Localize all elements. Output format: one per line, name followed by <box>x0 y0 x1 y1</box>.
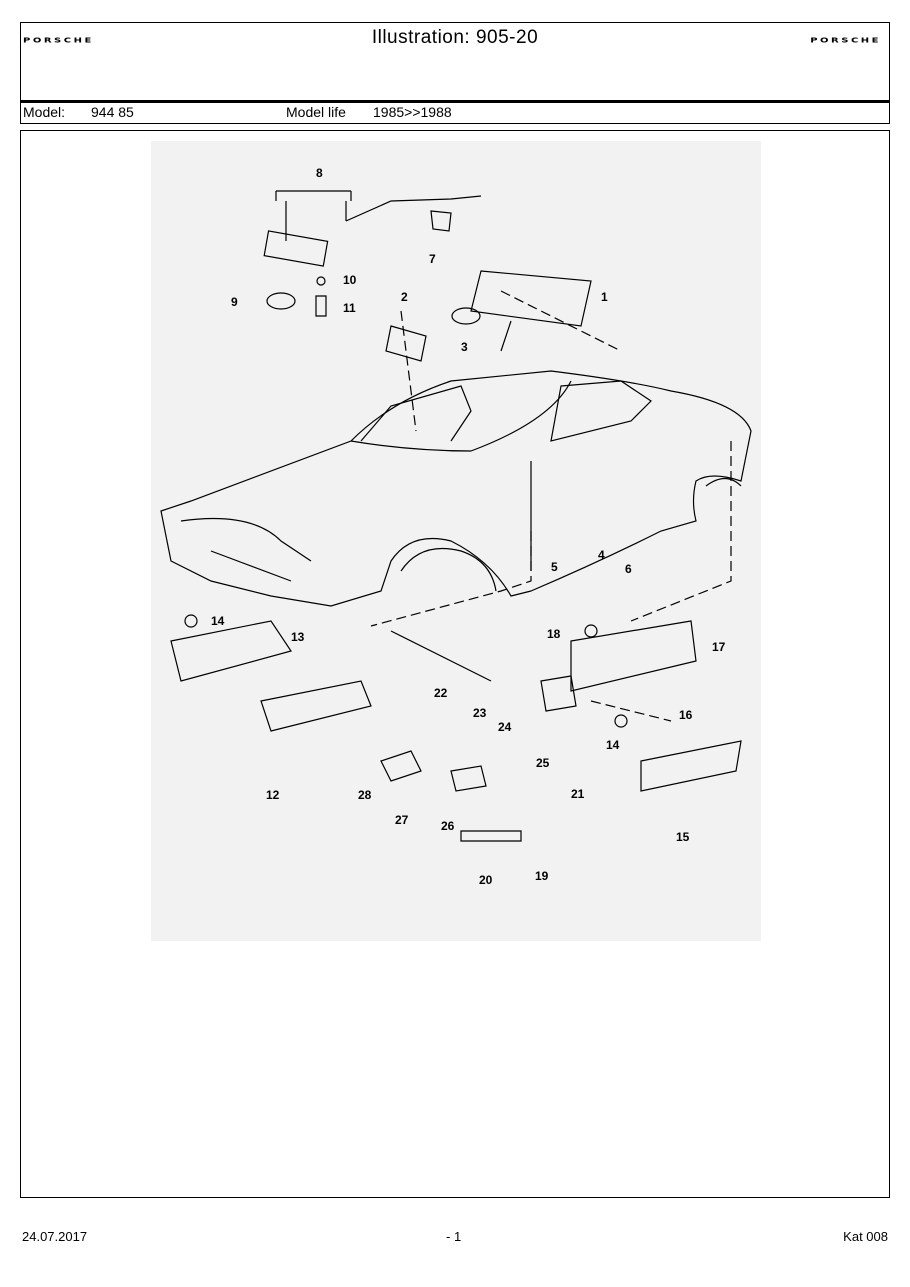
callout-8: 8 <box>316 166 323 180</box>
header-divider <box>21 100 889 103</box>
callout-14a: 14 <box>211 614 225 628</box>
callout-2: 2 <box>401 290 408 304</box>
callout-19: 19 <box>535 869 549 883</box>
drawing-frame: 1 2 3 4 5 6 7 8 9 10 11 12 13 14 14 15 1… <box>20 130 890 1198</box>
callout-27: 27 <box>395 813 409 827</box>
callout-24: 24 <box>498 720 512 734</box>
callout-21: 21 <box>571 787 585 801</box>
callout-11: 11 <box>343 301 356 315</box>
model-value: 944 85 <box>91 104 134 120</box>
callout-5: 5 <box>551 560 558 574</box>
header-box: PORSCHE Illustration: 905-20 PORSCHE Mod… <box>20 22 890 124</box>
callout-6: 6 <box>625 562 632 576</box>
exploded-parts-diagram: 1 2 3 4 5 6 7 8 9 10 11 12 13 14 14 15 1… <box>160 166 752 887</box>
callout-18: 18 <box>547 627 561 641</box>
callout-17: 17 <box>712 640 726 654</box>
callout-22: 22 <box>434 686 448 700</box>
callout-16: 16 <box>679 708 693 722</box>
callout-26: 26 <box>441 819 455 833</box>
porsche-logo-right: PORSCHE <box>810 37 881 45</box>
callout-9: 9 <box>231 295 238 309</box>
callout-14b: 14 <box>606 738 620 752</box>
callout-3: 3 <box>461 340 468 354</box>
callout-20: 20 <box>479 873 493 887</box>
page-title: Illustration: 905-20 <box>371 27 539 48</box>
callout-28: 28 <box>358 788 372 802</box>
model-label: Model: <box>23 104 66 120</box>
callout-7: 7 <box>429 252 436 266</box>
parts-illustration: 1 2 3 4 5 6 7 8 9 10 11 12 13 14 14 15 1… <box>151 141 761 941</box>
callout-1: 1 <box>601 290 608 304</box>
model-row: Model: 944 85 Model life 1985>>1988 <box>21 104 889 124</box>
model-life-label: Model life <box>286 104 346 120</box>
model-life-value: 1985>>1988 <box>373 104 452 120</box>
callout-25: 25 <box>536 756 550 770</box>
callout-4: 4 <box>598 548 605 562</box>
footer-page-number: - 1 <box>446 1229 462 1244</box>
callout-12: 12 <box>266 788 280 802</box>
footer-date: 24.07.2017 <box>22 1229 88 1244</box>
callout-13: 13 <box>291 630 305 644</box>
callout-10: 10 <box>343 273 357 287</box>
callout-15: 15 <box>676 830 690 844</box>
callout-23: 23 <box>473 706 487 720</box>
footer-catalog: Kat 008 <box>843 1229 888 1244</box>
porsche-logo-left: PORSCHE <box>23 37 94 45</box>
